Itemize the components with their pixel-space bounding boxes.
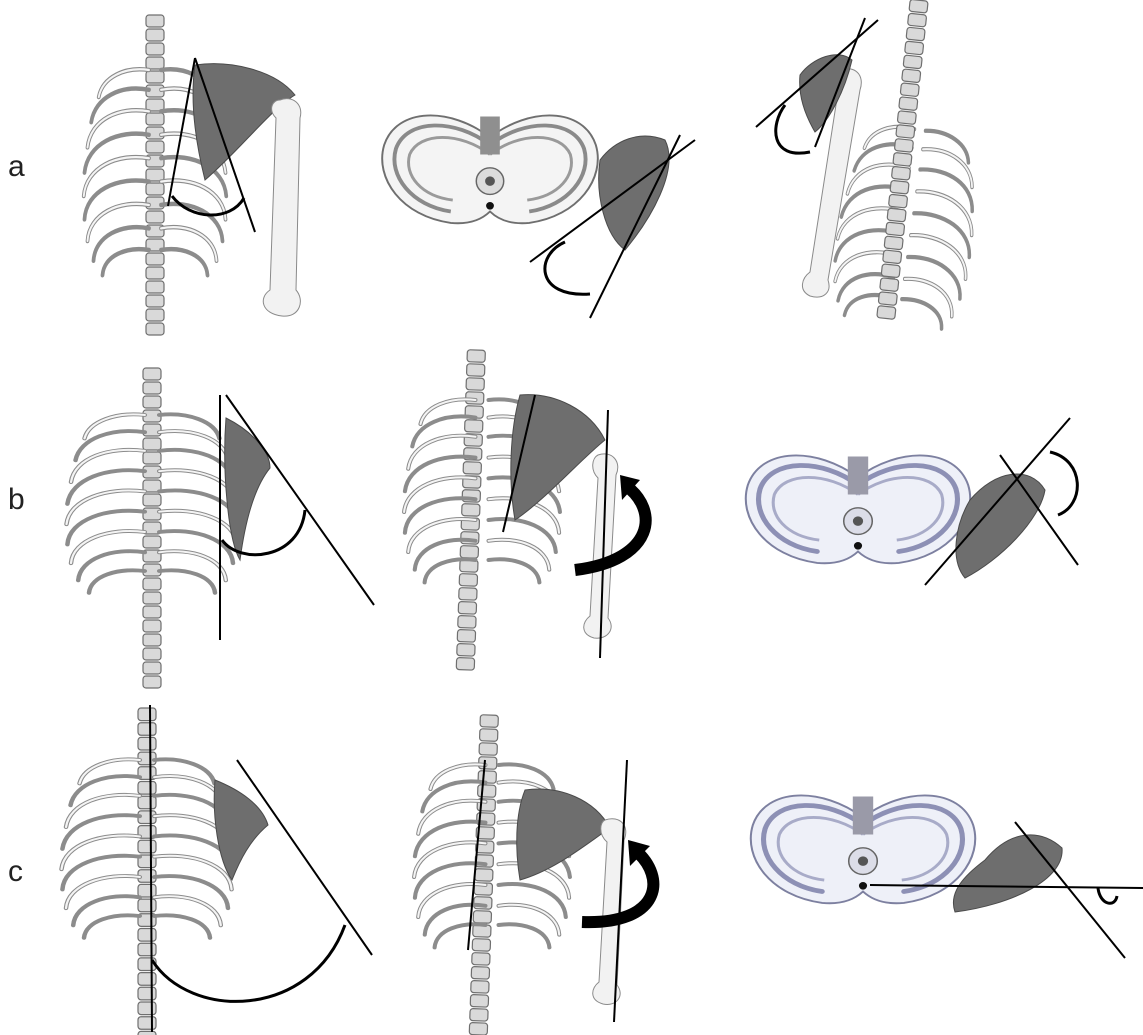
panel-c2 <box>414 715 653 1035</box>
panel-a1 <box>84 15 301 335</box>
panel-b1 <box>67 368 375 688</box>
panel-a2 <box>382 115 695 318</box>
panel-a3 <box>756 0 986 331</box>
panel-b2 <box>404 350 646 670</box>
panel-b3 <box>746 418 1078 585</box>
panel-c1 <box>61 705 372 1035</box>
panel-c3 <box>751 795 1143 958</box>
